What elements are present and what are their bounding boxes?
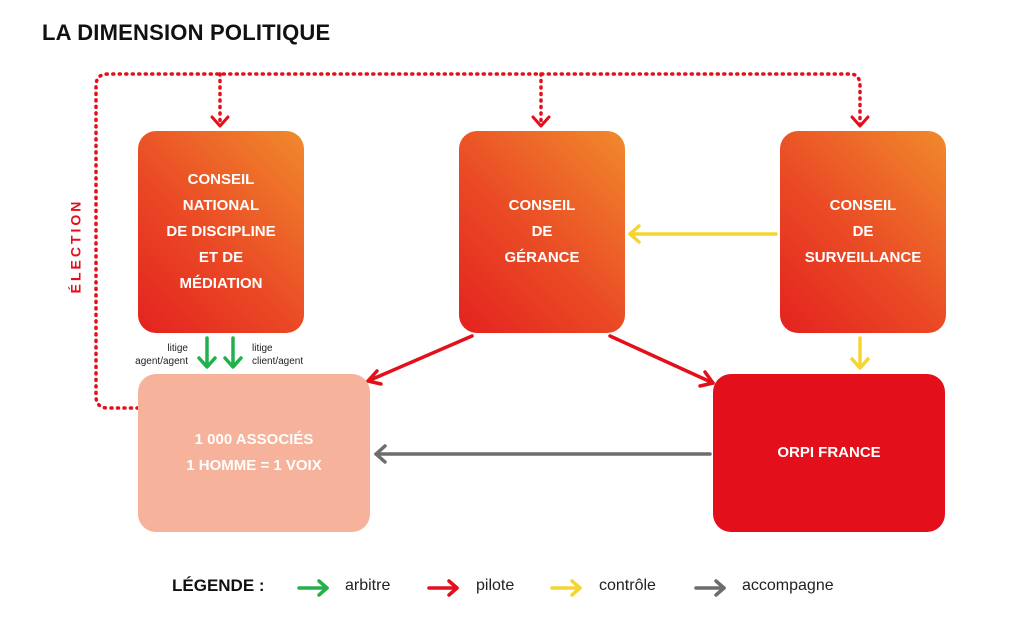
conseil-surveillance-box: CONSEIL DE SURVEILLANCE: [780, 131, 946, 333]
legend: LÉGENDE : arbitre pilote contrôle accomp…: [0, 572, 1010, 602]
associes-label: 1 000 ASSOCIÉS 1 HOMME = 1 VOIX: [186, 431, 322, 474]
arrow-orpi-to-associes: [374, 444, 712, 464]
legend-arrow-arbitre-icon: [297, 579, 329, 597]
associes-box: 1 000 ASSOCIÉS 1 HOMME = 1 VOIX: [138, 374, 370, 532]
arrow-gerance-to-orpi: [608, 334, 715, 388]
arrow-litige-agent: [197, 336, 217, 369]
arrow-surveillance-to-gerance: [628, 224, 778, 244]
election-arrowhead-cnd: [210, 115, 230, 128]
page-title: LA DIMENSION POLITIQUE: [42, 20, 331, 45]
legend-arrow-pilote-icon: [427, 579, 459, 597]
arrow-gerance-to-associes: [366, 334, 474, 386]
legend-item-controle: contrôle: [599, 577, 656, 594]
election-label: ÉLECTION: [67, 198, 83, 294]
cg-label: CONSEIL DE GÉRANCE: [504, 197, 580, 266]
arrow-litige-client: [223, 336, 243, 369]
conseil-gerance-box: CONSEIL DE GÉRANCE: [459, 131, 625, 333]
election-arrowhead-cs: [850, 115, 870, 128]
cs-label: CONSEIL DE SURVEILLANCE: [804, 197, 922, 266]
election-loop: [94, 72, 862, 410]
conseil-national-discipline-box: CONSEIL NATIONAL DE DISCIPLINE ET DE MÉD…: [138, 131, 304, 333]
litige-client-label: litige client/agent: [252, 343, 304, 367]
legend-item-accompagne: accompagne: [742, 577, 834, 594]
legend-arrow-controle-icon: [550, 579, 582, 597]
orpi-france-box: ORPI FRANCE: [713, 374, 945, 532]
legend-title: LÉGENDE :: [172, 576, 265, 595]
legend-item-arbitre: arbitre: [345, 577, 391, 594]
legend-item-pilote: pilote: [476, 577, 515, 594]
election-arrowhead-cg: [531, 115, 551, 128]
arrow-surveillance-to-orpi: [850, 336, 870, 370]
orpi-label: ORPI FRANCE: [777, 444, 881, 461]
litige-agent-label: litige agent/agent: [135, 343, 188, 367]
legend-arrow-accompagne-icon: [694, 579, 726, 597]
cnd-label: CONSEIL NATIONAL DE DISCIPLINE ET DE MÉD…: [166, 171, 276, 292]
